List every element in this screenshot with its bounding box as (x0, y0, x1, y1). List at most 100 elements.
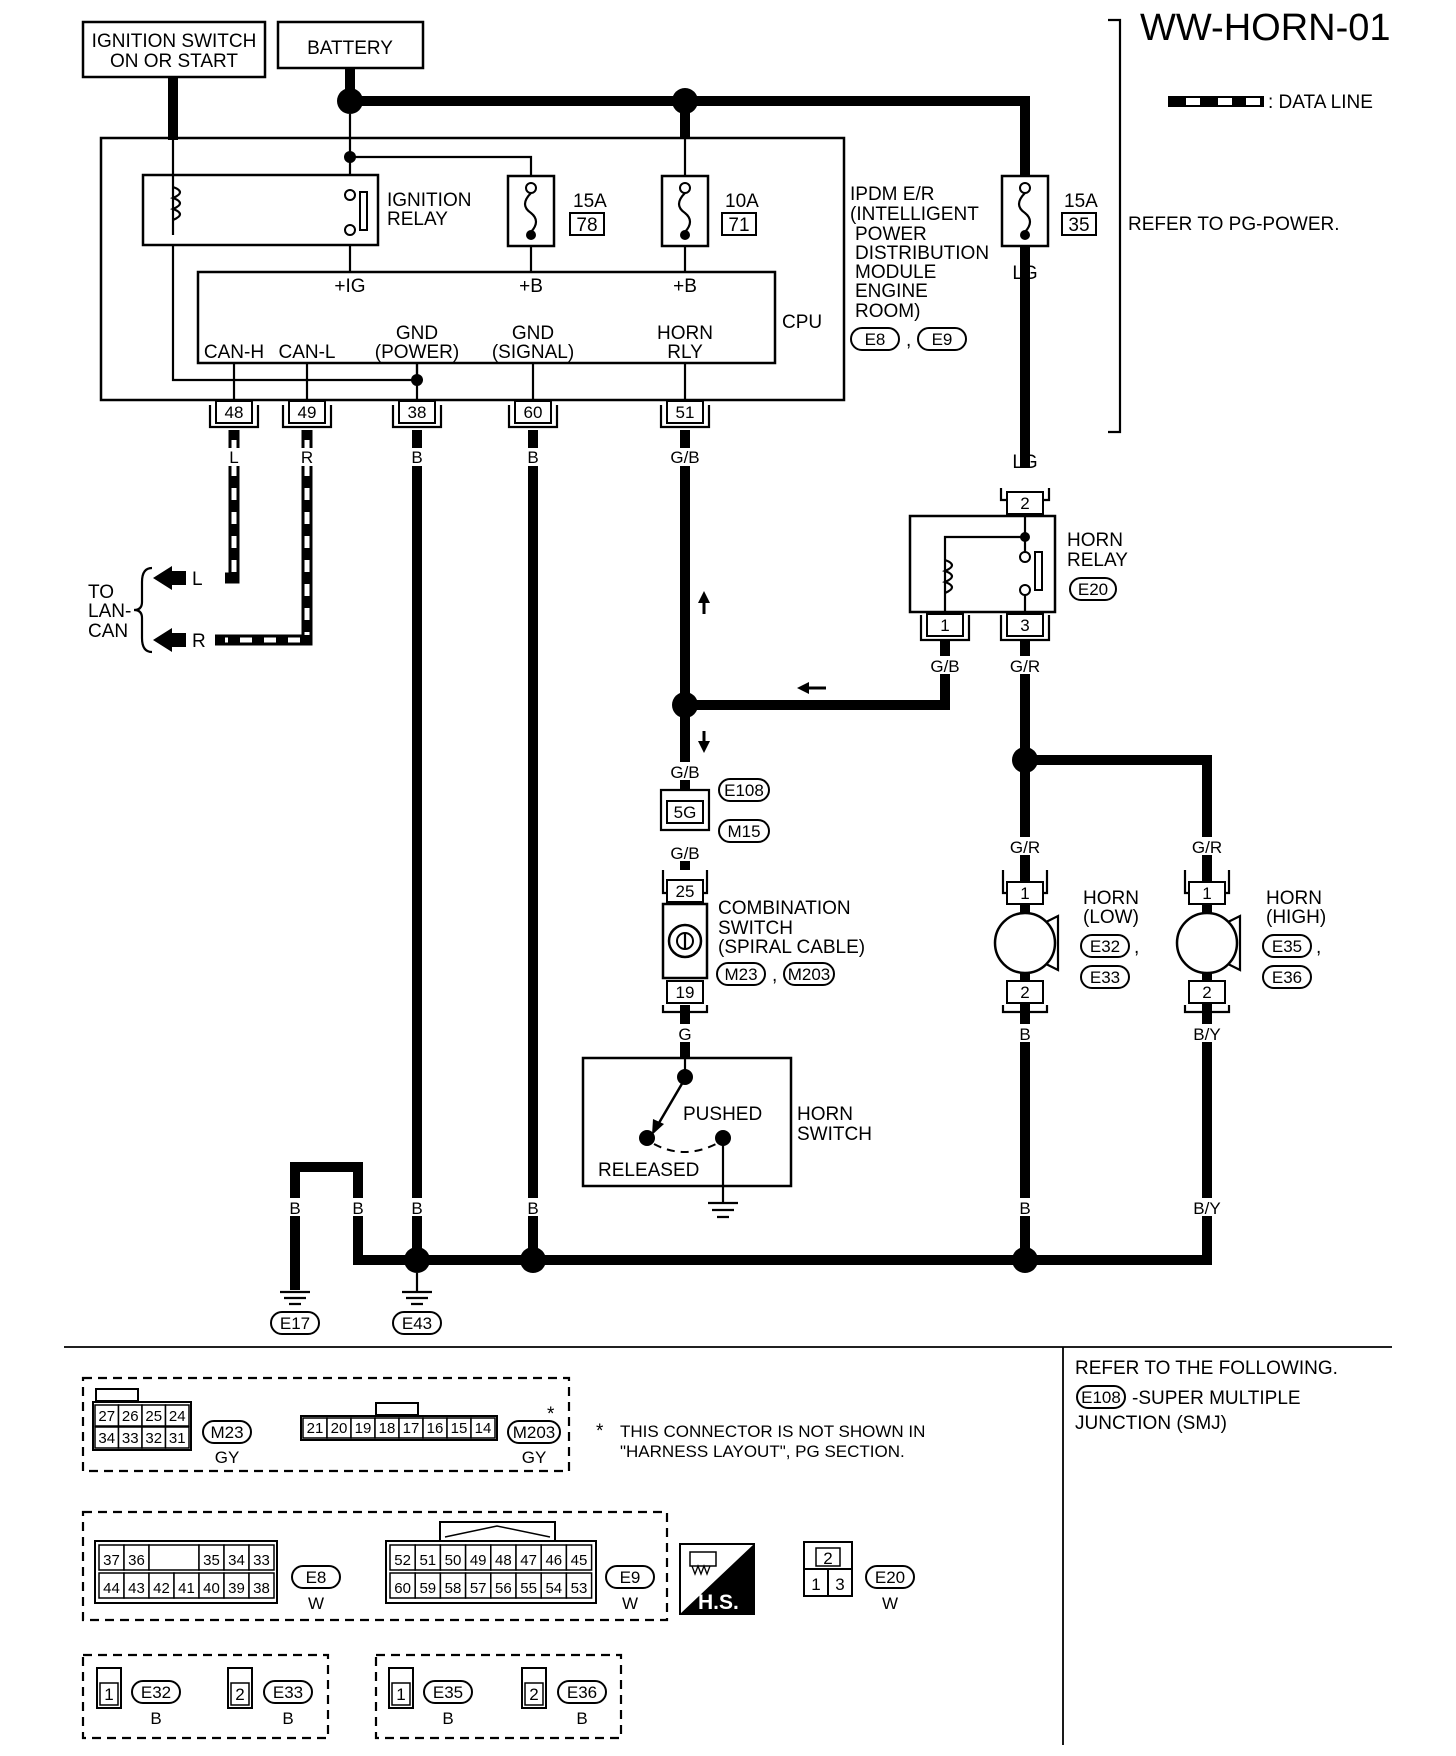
connector-group-e32-e33 (81, 1653, 330, 1740)
fuse-71-icon (660, 174, 710, 248)
pin-cell (540, 1544, 568, 1571)
connector-face-e20: 2 1 3 (803, 1541, 853, 1597)
svg-text:,: , (906, 330, 911, 351)
wire-color-lg-relay: LG (1012, 452, 1037, 473)
connector-face-e35: 1 (388, 1667, 414, 1709)
ignition-relay-label-2: RELAY (387, 209, 448, 230)
connector-group-e35-e36 (374, 1653, 623, 1740)
horn-switch-label-1: HORN (797, 1104, 853, 1125)
pin-number: 33 (253, 1552, 270, 1569)
pin-number: 15 (451, 1420, 468, 1437)
cpu-term-gnd-signal-2: (SIGNAL) (492, 342, 574, 363)
fuse-35-number: 35 (1068, 215, 1089, 236)
e33-face-name: E33 (273, 1683, 303, 1702)
refer-pg-power: REFER TO PG-POWER. (1128, 214, 1340, 235)
svg-text:B/Y: B/Y (1193, 1199, 1220, 1218)
svg-text:(INTELLIGENT: (INTELLIGENT (850, 204, 979, 225)
cpu-box (196, 270, 777, 365)
pin-number: 51 (419, 1552, 436, 1569)
horn-relay-pin-3: 3 (999, 613, 1051, 642)
pin-cell (565, 1544, 593, 1571)
svg-text:2: 2 (1020, 983, 1029, 1002)
pin-cell (414, 1572, 442, 1599)
e35-face-name: E35 (433, 1683, 463, 1702)
pin-cell (464, 1572, 492, 1599)
pin-number: 39 (228, 1580, 245, 1597)
cpu-input-b2: +B (673, 276, 697, 297)
horn-high-icon: 1 2 (1175, 870, 1242, 1014)
hs-label: H.S. (698, 1591, 739, 1614)
pin-number: 19 (355, 1420, 372, 1437)
m203-face-color: GY (522, 1448, 547, 1467)
svg-text:5G: 5G (674, 803, 697, 822)
left-arrow-icon (797, 682, 809, 694)
svg-text:2: 2 (1020, 494, 1029, 513)
cpu-label: CPU (782, 312, 822, 333)
pin-number: 16 (427, 1420, 444, 1437)
smj-connector-m15: M15 (727, 822, 760, 841)
e9-face-name: E9 (620, 1568, 641, 1587)
svg-text:49: 49 (298, 403, 317, 422)
svg-text:2: 2 (823, 1549, 832, 1568)
ipdm-pin-51: 51 (659, 400, 711, 429)
pin-cell (515, 1572, 542, 1599)
svg-text:B: B (527, 1199, 538, 1218)
ground-e17: E17 (280, 1314, 310, 1333)
svg-text:,: , (1316, 937, 1321, 958)
pin-number: 59 (419, 1580, 436, 1597)
svg-text:MODULE: MODULE (855, 262, 936, 283)
pin-number: 56 (495, 1580, 512, 1597)
pin-number: 55 (520, 1580, 537, 1597)
ground-wire-colors: B B B B B B/Y (287, 1198, 1224, 1218)
footnote-asterisk: * (596, 1421, 604, 1442)
wire-color-l: L (229, 448, 238, 467)
cpu-term-gnd-power-2: (POWER) (375, 342, 459, 363)
pin-number: 49 (470, 1552, 487, 1569)
ipdm-box (99, 136, 846, 402)
pin-number: 53 (571, 1580, 588, 1597)
diagram-id: WW-HORN-01 (1140, 7, 1391, 49)
e20-face-name: E20 (875, 1568, 905, 1587)
pin-cell (490, 1544, 517, 1571)
pin-number: 43 (128, 1580, 145, 1597)
pin-number: 54 (545, 1580, 562, 1597)
pin-number: 44 (103, 1580, 120, 1597)
ipdm-pin-49: 49 (281, 400, 333, 429)
wire-color-gb-smj-top: G/B (670, 763, 699, 782)
svg-text:CAN: CAN (88, 621, 128, 642)
fuse-78-amp: 15A (573, 191, 607, 212)
svg-text:1: 1 (811, 1575, 820, 1594)
svg-text:2: 2 (529, 1685, 538, 1704)
svg-text:B: B (1019, 1199, 1030, 1218)
lan-r-label: R (192, 631, 206, 652)
wire-color-gr-horn-low: G/R (1010, 838, 1040, 857)
pin-cell (164, 1404, 190, 1427)
pin-cell (123, 1572, 150, 1599)
svg-text:ROOM): ROOM) (855, 301, 920, 322)
svg-text:2: 2 (235, 1685, 244, 1704)
e8-face-color: W (308, 1594, 324, 1613)
cpu-term-gnd-signal-1: GND (512, 323, 554, 344)
horn-switch-arrow-icon (652, 1119, 664, 1135)
pin-number: 27 (98, 1408, 115, 1425)
pin-cell (439, 1572, 467, 1599)
pin-cell (198, 1572, 225, 1599)
lan-r-arrow-icon (153, 628, 186, 652)
ignition-relay-box (141, 173, 380, 247)
pin-number: 36 (128, 1552, 145, 1569)
lan-can-label: TO LAN- CAN (88, 566, 153, 654)
horn-relay-contact-icon (1019, 551, 1031, 563)
data-line-legend: : DATA LINE (1168, 92, 1373, 113)
e32-face-name: E32 (141, 1683, 171, 1702)
pin-cell (223, 1544, 250, 1571)
pin-number: 14 (475, 1420, 492, 1437)
ground-e43-icon (402, 1273, 432, 1306)
svg-text:3: 3 (1020, 616, 1029, 635)
cpu-term-horn-rly-1: HORN (657, 323, 713, 344)
pin-number: 34 (98, 1430, 115, 1447)
connector-group-m23-m203 (81, 1376, 571, 1473)
svg-text:DISTRIBUTION: DISTRIBUTION (855, 243, 989, 264)
svg-text:1: 1 (1202, 884, 1211, 903)
